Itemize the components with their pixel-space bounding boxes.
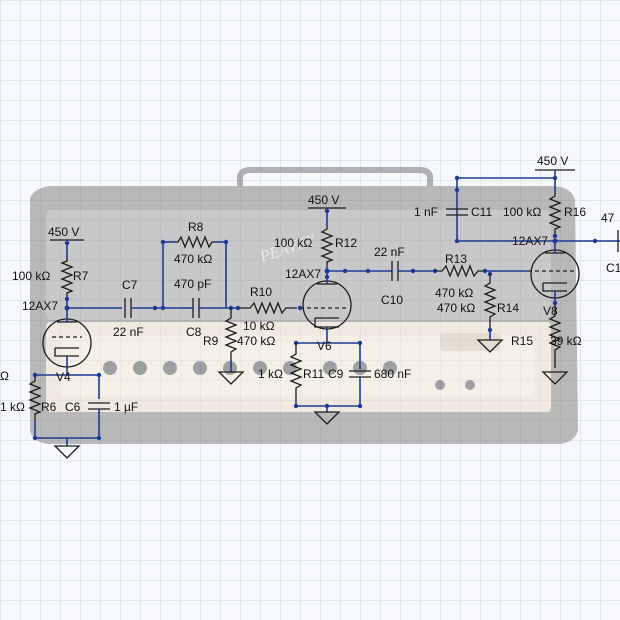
r6-value-label: 1 kΩ <box>0 400 25 414</box>
v8-name-label: V8 <box>543 304 558 318</box>
r12-value-label: 100 kΩ <box>274 236 312 250</box>
r12-name-label: R12 <box>335 236 357 250</box>
r15-value-label: 39 kΩ <box>550 334 582 348</box>
supply-rail-mid <box>308 207 346 226</box>
ground-left <box>53 438 81 459</box>
resistor-r8 <box>175 235 216 249</box>
r9-value-label: 470 kΩ <box>237 334 275 348</box>
ground-r14 <box>476 330 504 353</box>
v6-type-label: 12AX7 <box>285 267 321 281</box>
supply-left-label: 450 V <box>48 225 79 239</box>
r7-name-label: R7 <box>73 269 89 283</box>
supply-right-label: 450 V <box>537 154 568 168</box>
r16-value-label: 100 kΩ <box>503 205 541 219</box>
r10-value-label: 10 kΩ <box>243 319 275 333</box>
resistor-r13 <box>435 264 485 278</box>
r14-name-label: R14 <box>497 301 519 315</box>
r13-value-label: 470 kΩ <box>435 286 473 300</box>
c11-name-label: C11 <box>471 205 492 219</box>
c9-name-label: C9 <box>328 367 344 381</box>
c8-name-label: C8 <box>186 325 202 339</box>
r11-value-label: 1 kΩ <box>258 367 283 381</box>
v8-type-label: 12AX7 <box>512 234 548 248</box>
c6-value-label: 1 µF <box>114 400 138 414</box>
edge-right-label-2: C1 <box>606 261 620 275</box>
r6-name-label: R6 <box>41 400 57 414</box>
resistor-r11 <box>289 343 303 406</box>
v6-name-label: V6 <box>317 339 332 353</box>
r14-value-label: 470 kΩ <box>437 301 475 315</box>
amplifier-photo <box>30 167 578 444</box>
c11-value-label: 1 nF <box>414 205 438 219</box>
tube-v4 <box>42 318 92 375</box>
v4-type-label: 12AX7 <box>22 299 58 313</box>
edge-right-label-1: 47 <box>601 211 615 225</box>
r15-name-label: R15 <box>511 334 533 348</box>
supply-mid-label: 450 V <box>308 193 339 207</box>
r8-value-label: 470 kΩ <box>174 252 212 266</box>
resistor-r14 <box>483 274 497 330</box>
resistor-r6 <box>28 376 42 420</box>
supply-rail-left <box>50 239 84 258</box>
c10-value-label: 22 nF <box>374 245 405 259</box>
resistor-r15 <box>548 308 562 368</box>
r9-name-label: R9 <box>203 334 219 348</box>
v4-name-label: V4 <box>56 370 71 384</box>
ground-r9 <box>217 360 245 385</box>
c7-value-label: 22 nF <box>113 325 144 339</box>
ground-mid <box>313 406 341 425</box>
c8-value-label: 470 pF <box>174 277 211 291</box>
resistor-r12 <box>320 226 334 266</box>
c6-name-label: C6 <box>65 400 81 414</box>
c9-value-label: 680 nF <box>374 367 411 381</box>
resistor-r9 <box>224 308 238 360</box>
resistor-r7 <box>60 258 74 296</box>
c7-name-label: C7 <box>122 278 138 292</box>
edge-left-label-1: Ω <box>0 369 9 383</box>
c10-name-label: C10 <box>381 293 403 307</box>
resistor-r10 <box>240 301 297 315</box>
r7-value-label: 100 kΩ <box>12 269 50 283</box>
r8-name-label: R8 <box>188 220 204 234</box>
r13-name-label: R13 <box>445 252 467 266</box>
capacitor-c11 <box>446 208 468 216</box>
resistor-r16 <box>548 193 562 236</box>
ground-right <box>541 371 569 385</box>
r10-name-label: R10 <box>250 285 272 299</box>
r16-name-label: R16 <box>564 205 586 219</box>
r11-name-label: R11 <box>303 367 324 381</box>
